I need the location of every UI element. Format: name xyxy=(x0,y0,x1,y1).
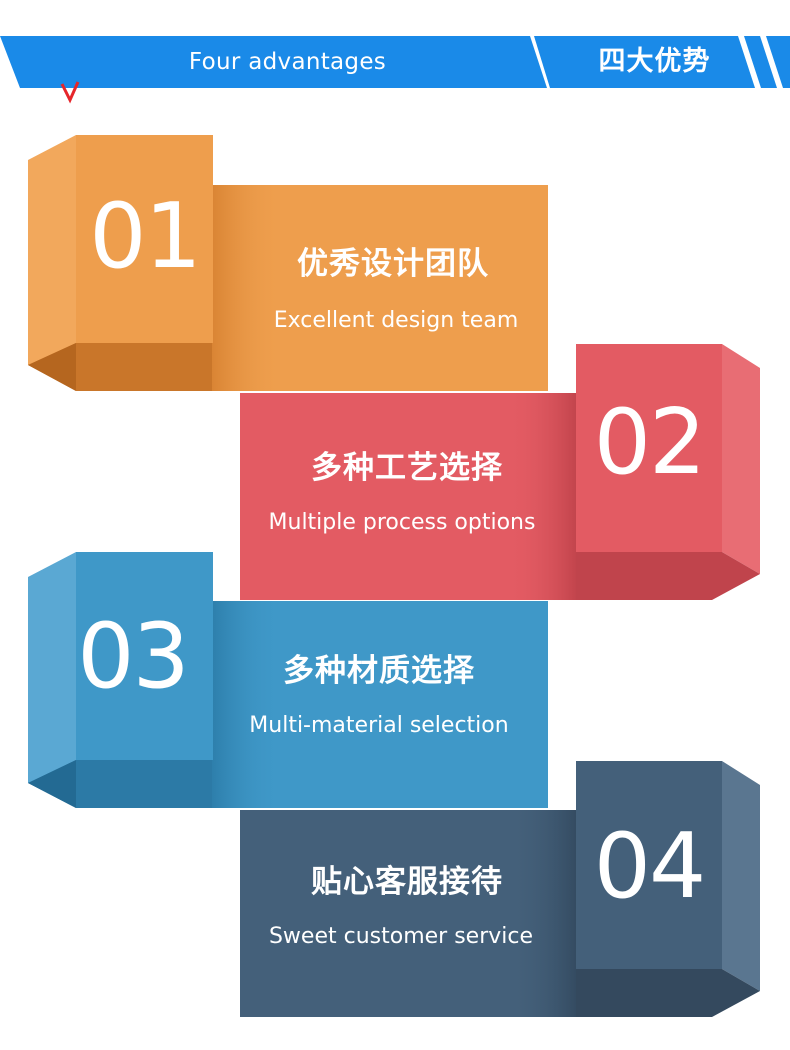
number-01: 01 xyxy=(89,184,202,289)
title-cn-1: 优秀设计团队 xyxy=(297,246,489,282)
banner-title-cn: 四大优势 xyxy=(598,46,711,77)
card-2-shape xyxy=(240,344,760,600)
number-02: 02 xyxy=(593,390,707,495)
title-en-2: Multiple process options xyxy=(268,510,536,535)
title-cn-3: 多种材质选择 xyxy=(283,653,475,689)
title-cn-2: 多种工艺选择 xyxy=(311,450,503,486)
check-mark-icon xyxy=(60,81,80,104)
card-3-shape xyxy=(28,552,548,808)
card-1-shape xyxy=(28,135,548,391)
advantage-card-1: 01 优秀设计团队 Excellent design team xyxy=(0,0,790,400)
title-cn-4: 贴心客服接待 xyxy=(311,864,503,900)
banner-title-en: Four advantages xyxy=(188,49,387,75)
number-04: 04 xyxy=(593,814,707,919)
number-03: 03 xyxy=(77,604,190,709)
advantage-card-2: 02 多种工艺选择 Multiple process options xyxy=(240,344,760,600)
header-banner: Four advantages 四大优势 xyxy=(0,36,790,88)
title-en-1: Excellent design team xyxy=(273,308,519,333)
banner-shape xyxy=(0,36,790,88)
title-en-4: Sweet customer service xyxy=(268,924,534,949)
title-en-3: Multi-material selection xyxy=(249,713,509,738)
advantage-card-3: 03 多种材质选择 Multi-material selection xyxy=(28,552,548,808)
